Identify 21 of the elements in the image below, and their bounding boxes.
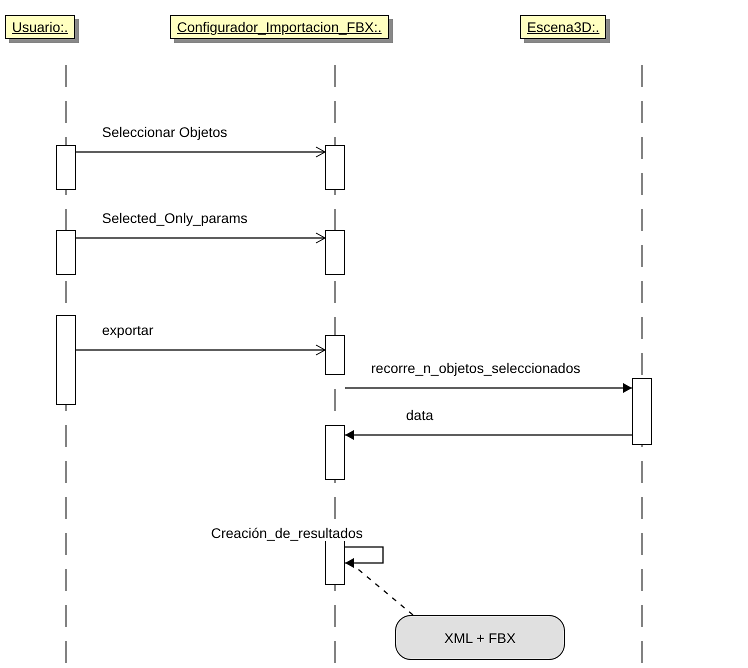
activation-bar [632,378,652,445]
activation-bar [56,315,76,405]
activation-bar [56,230,76,275]
message-arrow [76,146,326,158]
message-label: Selected_Only_params [101,210,249,226]
activation-bar [325,230,345,275]
message-label: recorre_n_objetos_seleccionados [370,360,582,376]
note-box: XML + FBX [395,615,565,660]
activation-bar [325,145,345,190]
message-arrow [345,546,384,568]
activation-bar [325,540,345,585]
message-label: data [405,407,434,423]
activation-bar [56,145,76,190]
message-arrow [345,430,632,440]
activation-bar [325,335,345,375]
message-label: Seleccionar Objetos [101,124,228,140]
message-arrow [345,383,632,393]
activation-bar [325,425,345,480]
message-arrow [76,232,326,244]
message-arrow [76,344,326,356]
message-label: Creación_de_resultados [210,525,364,541]
